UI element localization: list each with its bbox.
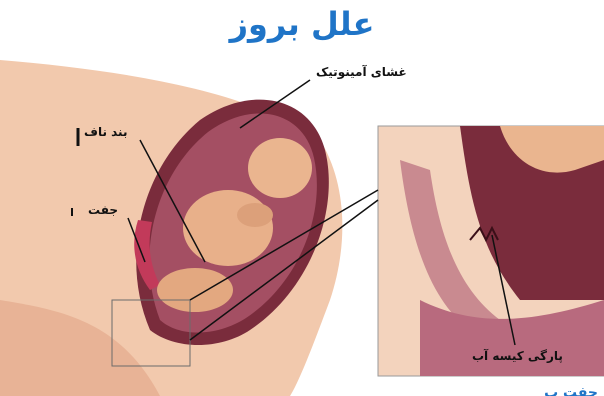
label-placenta: جفت bbox=[88, 202, 118, 218]
label-sac-rupture: پارگی کیسه آب bbox=[472, 348, 563, 364]
label-umbilical-cord: بند ناف bbox=[84, 124, 127, 140]
fetus-arm bbox=[237, 203, 273, 227]
fetus-head bbox=[248, 138, 312, 198]
diagram-title: علل بروز bbox=[0, 4, 604, 44]
label-amniotic-membrane: غشای آمینوتیک bbox=[316, 64, 407, 80]
cut-off-text: جفت ب bbox=[544, 386, 598, 396]
fetus-legs bbox=[157, 268, 233, 312]
fetus-torso bbox=[183, 190, 273, 266]
